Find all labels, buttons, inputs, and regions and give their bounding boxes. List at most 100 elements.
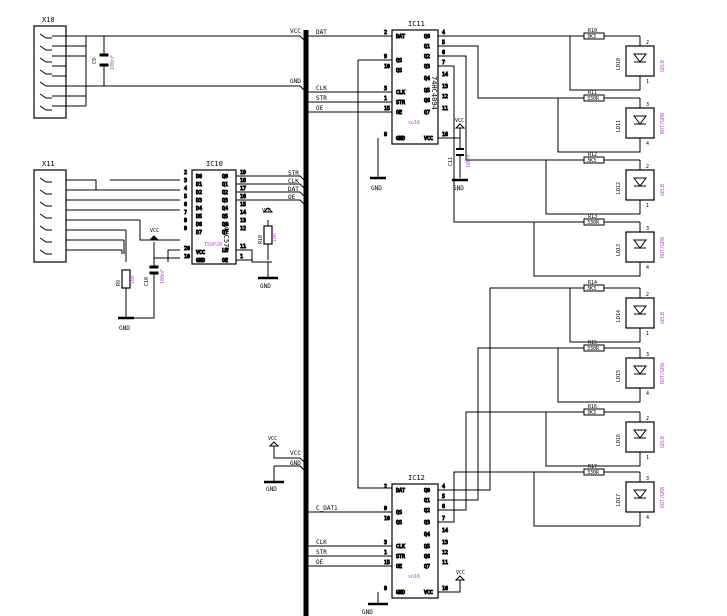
led-wire bbox=[438, 45, 584, 99]
ic10-pin-name: D0 bbox=[196, 174, 202, 180]
led-diode-icon bbox=[633, 115, 647, 125]
led-wire bbox=[438, 287, 584, 491]
ic10-pin-num: 10 bbox=[184, 254, 190, 260]
ic11-pin-num: 12 bbox=[442, 94, 448, 100]
ic11-pin-name: STR bbox=[396, 100, 406, 106]
ic12-pin-num: 5 bbox=[442, 494, 445, 500]
ic11-pin-num: 13 bbox=[442, 84, 448, 90]
ic12-pin-name: Q1 bbox=[424, 498, 430, 504]
ic10-clk-label: CLK bbox=[288, 178, 299, 185]
c10-ref: C10 bbox=[144, 277, 150, 286]
led-body bbox=[625, 169, 655, 201]
ic10-pin-num: 18 bbox=[240, 178, 246, 184]
ic12-pin-name: Q0 bbox=[424, 488, 430, 494]
led-resistor-value: 3K3 bbox=[587, 286, 596, 292]
ic11-pin-num: 5 bbox=[442, 40, 445, 46]
r9-ref: R9 bbox=[116, 280, 122, 286]
ic12-pin-num: 11 bbox=[442, 560, 448, 566]
led-wire bbox=[533, 472, 641, 527]
led-pin: 3 bbox=[646, 352, 649, 358]
ic12-pin-name: Q6 bbox=[424, 554, 430, 560]
ic12-pin-num: 7 bbox=[442, 516, 445, 522]
led-body bbox=[625, 421, 655, 453]
led-wire bbox=[569, 36, 641, 91]
ic10-pin-num: 12 bbox=[240, 226, 246, 232]
ic11-pin-num: 10 bbox=[384, 64, 390, 70]
ic11-pin-name: Q4 bbox=[424, 76, 430, 82]
ic10-pin-num: 5 bbox=[184, 194, 187, 200]
ic11-pin-num: 15 bbox=[384, 106, 390, 112]
x11-gnd-label: GND bbox=[119, 325, 130, 332]
ic10-pin-num: 7 bbox=[184, 210, 187, 216]
led-color: ROT/GRN bbox=[660, 113, 666, 134]
ic12-cdat1-label: C_DAT1 bbox=[316, 505, 338, 512]
led-pin: 4 bbox=[646, 141, 649, 147]
c9-value: 100nF bbox=[110, 55, 116, 70]
ic12-pin-num: 3 bbox=[384, 540, 387, 546]
ic11-pkg: so16 bbox=[408, 120, 420, 126]
led-resistor-ref: R16 bbox=[588, 404, 597, 410]
bus-label-vcc: VCC bbox=[290, 28, 301, 35]
ic10-pin-name: D1 bbox=[196, 182, 202, 188]
led-wire bbox=[533, 222, 641, 277]
led-wire bbox=[545, 160, 641, 215]
led-wires bbox=[438, 35, 641, 527]
led-resistor-value: 3K3 bbox=[587, 158, 596, 164]
ic10-pin-name: OE bbox=[222, 258, 228, 264]
led-color: GELB bbox=[660, 312, 666, 324]
led-resistor-ref: R11 bbox=[588, 90, 597, 96]
ic11-gnd-label: GND bbox=[371, 185, 382, 192]
led-diode-icon bbox=[633, 305, 647, 315]
ic11-pin-name: CLK bbox=[396, 90, 405, 96]
led-wire bbox=[438, 347, 584, 501]
led-pin: 2 bbox=[646, 164, 649, 170]
led-resistor-value: 330R bbox=[587, 220, 600, 226]
ic10-pin-name: Q4 bbox=[222, 206, 228, 212]
led-body bbox=[625, 297, 655, 329]
ic12-pin-num: 4 bbox=[442, 484, 445, 490]
led-wire bbox=[557, 348, 641, 403]
ic10-pin-name: GND bbox=[196, 258, 205, 264]
ic11-pin-num: 11 bbox=[442, 106, 448, 112]
led-resistor-value: 330R bbox=[587, 346, 600, 352]
led-pin: 1 bbox=[646, 455, 649, 461]
ic12-pin-num: 16 bbox=[442, 586, 448, 592]
ic10-pin-name: Q5 bbox=[222, 214, 228, 220]
ic11: IC11 74HC4094 so16 2DAT9QS10QS3CLK1STR15… bbox=[306, 20, 472, 192]
ic10-pin-name: D6 bbox=[196, 222, 202, 228]
ic12-pin-name: Q7 bbox=[424, 564, 430, 570]
led-resistor-value: 330R bbox=[587, 470, 600, 476]
ic10-pin-num: 3 bbox=[184, 178, 187, 184]
bus-vcc-label: VCC bbox=[268, 436, 277, 442]
led-pin: 4 bbox=[646, 391, 649, 397]
led-body bbox=[625, 231, 655, 263]
ic11-pin-name: DAT bbox=[396, 34, 405, 40]
ic11-pin-num: 7 bbox=[442, 60, 445, 66]
led-body bbox=[625, 45, 655, 77]
ic11-pin-num: 16 bbox=[442, 132, 448, 138]
ic10-gnd-label: GND bbox=[260, 283, 271, 290]
led-diode-icon bbox=[633, 177, 647, 187]
ic10-pin-num: 2 bbox=[184, 170, 187, 176]
ic10-pin-name: Q2 bbox=[222, 190, 228, 196]
bus-gnd-label: GND bbox=[266, 486, 277, 493]
ic10-pkg: TSOP20 bbox=[204, 242, 222, 248]
led-wire bbox=[557, 98, 641, 153]
ic10-pin-name: D7 bbox=[196, 230, 202, 236]
r10-ref: R10 bbox=[258, 235, 264, 244]
ic10-dat-label: DAT bbox=[288, 186, 299, 193]
ic11-gnd2-label: GND bbox=[453, 185, 464, 192]
ic11-pin-name: VCC bbox=[424, 136, 433, 142]
ic11-pin-name: Q0 bbox=[424, 34, 430, 40]
ic11-pin-num: 9 bbox=[384, 54, 387, 60]
r9-value: 10k bbox=[130, 275, 136, 284]
led-pin: 1 bbox=[646, 203, 649, 209]
ic12-pin-name: GND bbox=[396, 590, 405, 596]
ic10-pin-name: Q1 bbox=[222, 182, 228, 188]
ic11-pin-name: Q5 bbox=[424, 88, 430, 94]
x10-ref: X10 bbox=[42, 16, 55, 24]
ic11-dat-label: DAT bbox=[316, 29, 327, 36]
led-resistor-ref: R12 bbox=[588, 152, 597, 158]
